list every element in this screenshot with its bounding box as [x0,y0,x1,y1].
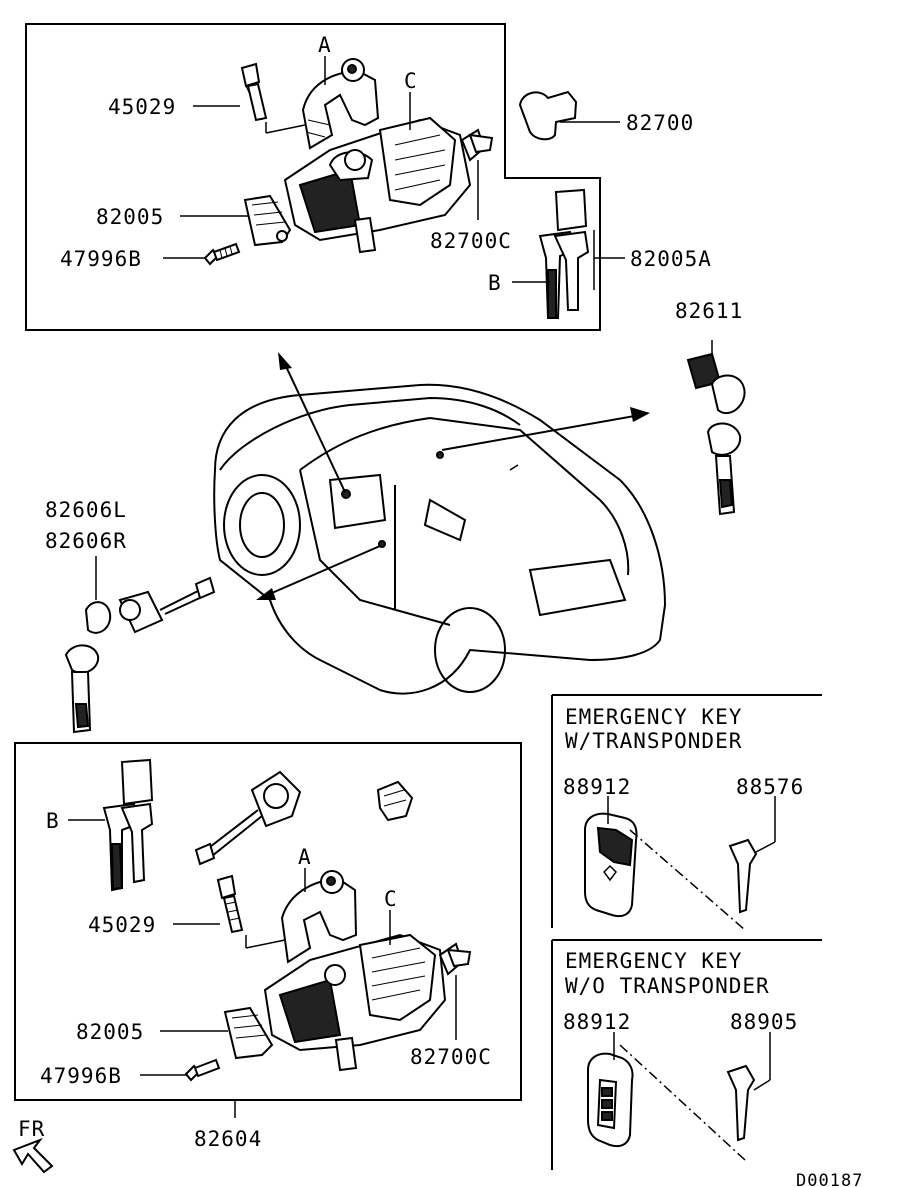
label-82005-bottom: 82005 [76,1020,144,1044]
label-a-bottom: A [298,845,312,869]
door-cylinder-bottom [194,770,302,866]
bracket-a-bottom [280,870,358,964]
top-assembly-box [25,23,601,331]
label-82604: 82604 [194,1127,262,1151]
door-lock-82606 [64,556,216,734]
emergency-with-title-1: EMERGENCY KEY [565,705,742,729]
label-45029-bottom: 45029 [88,913,156,937]
label-47996b-top: 47996B [60,247,142,271]
screw-45029-top [240,62,268,122]
label-45029-top: 45029 [108,95,176,119]
label-82005-top: 82005 [96,205,164,229]
screw-45029-bottom [216,874,244,934]
trunk-lock-82611 [686,340,746,516]
bottom-assembly-box [14,742,522,1101]
label-82700: 82700 [626,111,694,135]
emergency-key-without-transponder [726,1032,771,1142]
emergency-without-title-1: EMERGENCY KEY [565,949,742,973]
side-labels: 82611 82606L 82606R [45,299,743,553]
screw-47996b-bottom [184,1058,221,1082]
remote-fob-without-transponder [587,1032,634,1148]
label-82606l: 82606L [45,498,127,522]
front-direction-arrow [12,1137,54,1174]
emergency-panel-without-transponder [551,939,822,1170]
label-82700c-top: 82700C [430,229,512,253]
remote-fob-with-transponder [584,796,638,918]
label-c-top: C [404,69,418,93]
label-88905: 88905 [730,1010,798,1034]
cap-82700c-bottom [438,942,472,1040]
bracket-a-top [301,58,380,150]
ignition-switch-82005-top [243,194,292,247]
emergency-panel-with-transponder [551,694,822,928]
steering-lock-assembly-bottom [263,933,447,1072]
leader-lines [68,56,550,1076]
emergency-labels: EMERGENCY KEY W/TRANSPONDER 88912 88576 … [563,705,804,1034]
emergency-with-title-2: W/TRANSPONDER [565,729,742,753]
label-a-top: A [318,33,332,57]
key-set-bottom [102,758,154,892]
ignition-switch-82005-bottom [223,1006,274,1060]
label-88912-without: 88912 [563,1010,631,1034]
label-c-bottom: C [384,887,398,911]
cap-82700 [518,90,620,141]
key-set-82005a-top [538,188,590,319]
label-82700c-bottom: 82700C [410,1045,492,1069]
label-b-bottom: B [46,809,60,833]
orientation-label: FR [18,1117,45,1141]
vehicle-outline [213,383,667,695]
diagram-code: D00187 [796,1171,863,1187]
label-47996b-bottom: 47996B [40,1064,122,1088]
label-82611: 82611 [675,299,743,323]
bottom-box-labels: B A C 45029 82005 47996B 82700C 82604 [40,809,492,1151]
cap-82700c-top [460,128,494,220]
emergency-key-with-transponder [728,796,776,914]
steering-lock-assembly-top [283,116,472,254]
label-b-top: B [488,271,502,295]
label-88912-with: 88912 [563,775,631,799]
emergency-without-title-2: W/O TRANSPONDER [565,974,770,998]
label-88576: 88576 [736,775,804,799]
pointer-arrows [256,352,650,600]
label-82005a: 82005A [630,247,712,271]
top-box-labels: A C 45029 82005 47996B 82700C B 82700 82… [60,33,712,295]
cap-bottom [376,780,414,822]
screw-47996b-top [203,242,241,266]
label-82606r: 82606R [45,529,127,553]
